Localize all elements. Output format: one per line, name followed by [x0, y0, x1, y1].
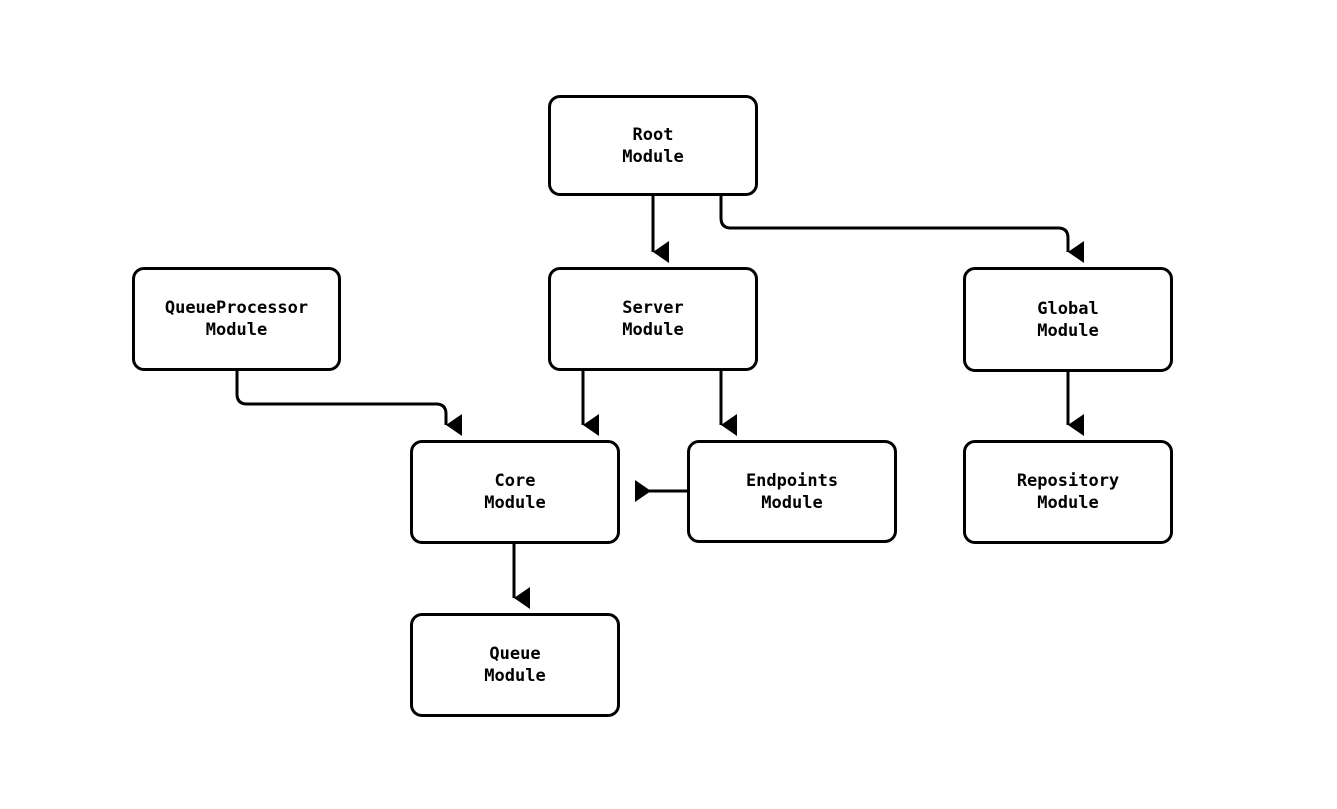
edge-queueprocessor-to-core — [235, 371, 462, 436]
node-global-module-label: Global Module — [1037, 298, 1099, 341]
node-root-module-label: Root Module — [622, 124, 684, 167]
node-queue-module-label: Queue Module — [484, 644, 546, 686]
node-queueprocessor-module[interactable]: QueueProcessor Module — [132, 267, 341, 371]
node-server-module[interactable]: Server Module — [548, 267, 758, 371]
node-core-module-label: Core Module — [484, 471, 546, 513]
node-server-module-label: Server Module — [622, 298, 684, 340]
node-endpoints-module-label: Endpoints Module — [745, 470, 839, 513]
node-repository-module[interactable]: Repository Module — [963, 440, 1173, 544]
node-queue-module[interactable]: Queue Module — [410, 613, 620, 717]
node-endpoints-module[interactable]: Endpoints Module — [687, 440, 897, 543]
node-global-module[interactable]: Global Module — [963, 267, 1173, 372]
node-queueprocessor-module-label: QueueProcessor Module — [164, 298, 309, 340]
node-core-module[interactable]: Core Module — [410, 440, 620, 544]
edge-root-to-global — [719, 196, 1084, 263]
node-root-module[interactable]: Root Module — [548, 95, 758, 196]
node-repository-module-label: Repository Module — [1016, 471, 1120, 513]
